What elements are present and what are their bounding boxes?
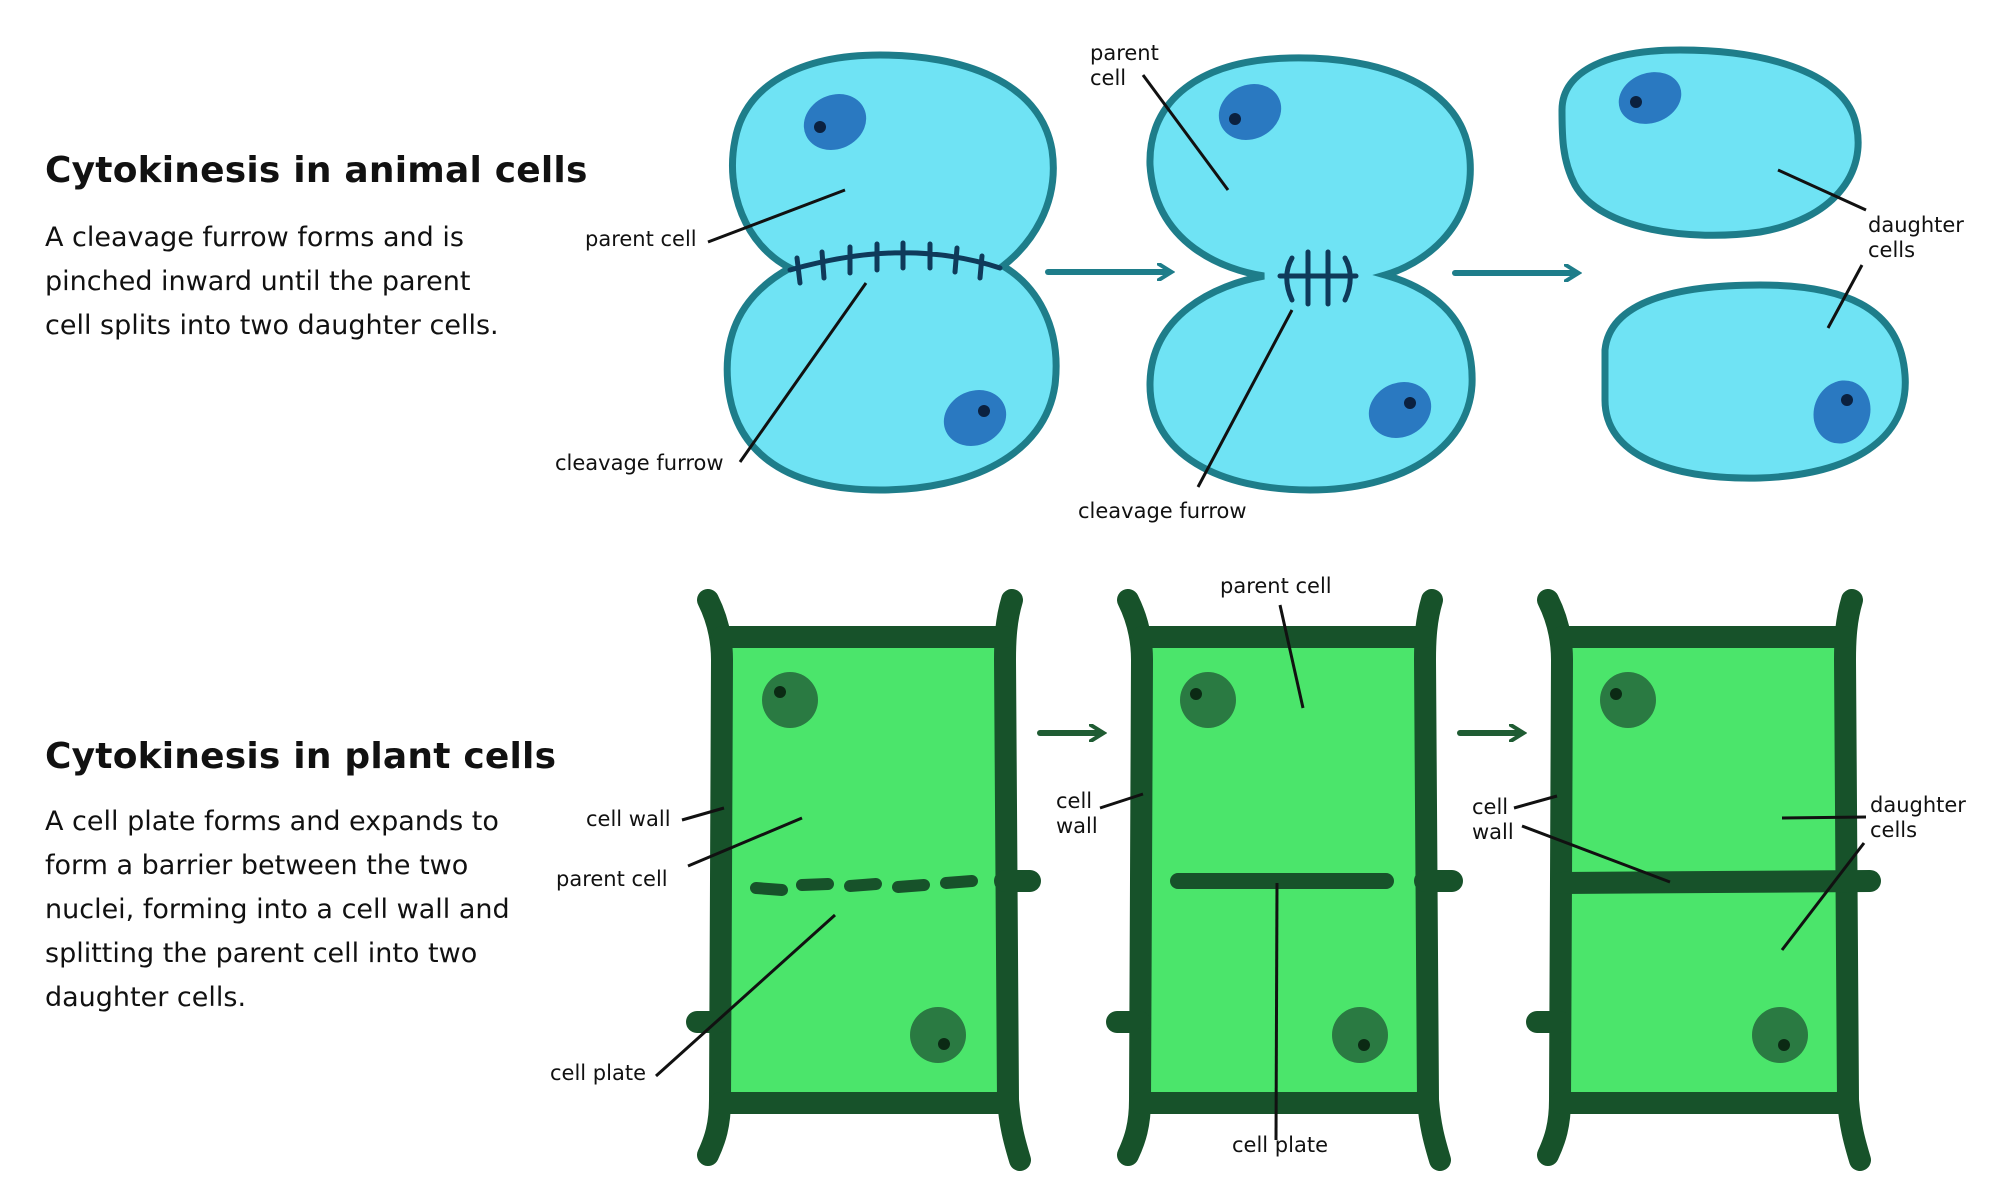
label-daughter-cells: cells (1870, 818, 1917, 842)
plant-nucleolus (1610, 688, 1622, 700)
animal-cell-1-body (723, 51, 1060, 494)
plant-stage-2 (1106, 589, 1463, 1171)
animal-nucleolus (978, 405, 990, 417)
plant-section-heading: Cytokinesis in plant cells (45, 736, 557, 777)
animal-nucleolus (1841, 394, 1853, 406)
animal-nucleolus (814, 121, 826, 133)
plant-nucleus (910, 1007, 966, 1063)
animal-daughter-cell-bottom (1601, 281, 1909, 482)
label-cell-wall: wall (1472, 820, 1514, 844)
plant-nucleolus (1778, 1039, 1790, 1051)
label-parent-cell: cell (1090, 66, 1126, 90)
plant-nucleus (1600, 672, 1656, 728)
label-daughter-cells: daughter (1868, 213, 1964, 237)
plant-nucleolus (1358, 1039, 1370, 1051)
plant-stage-3 (1526, 589, 1881, 1171)
plant-cell-wall (1106, 589, 1463, 1171)
label-cell-wall: cell (1056, 789, 1092, 813)
label-daughter-cells: cells (1868, 238, 1915, 262)
plant-nucleolus (1190, 688, 1202, 700)
plant-nucleus (1752, 1007, 1808, 1063)
cleavage-furrow-marks (787, 240, 1003, 286)
animal-nucleolus (1229, 113, 1241, 125)
label-cell-wall: cell wall (586, 807, 671, 831)
plant-daughter-cell-top (1560, 640, 1850, 880)
label-cell-plate: cell plate (1232, 1133, 1328, 1157)
animal-nucleus (1813, 380, 1871, 444)
plant-daughter-cell-bottom (1560, 885, 1850, 1100)
animal-nucleus (1218, 84, 1282, 140)
plant-nucleus (1332, 1007, 1388, 1063)
label-cell-plate: cell plate (550, 1061, 646, 1085)
plant-nucleus (1180, 672, 1236, 728)
plant-section-description: A cell plate forms and expands to form a… (45, 806, 510, 1013)
animal-nucleolus (1630, 96, 1642, 108)
label-parent-cell: parent cell (556, 867, 668, 891)
animal-stage-2 (1146, 54, 1476, 494)
animal-nucleolus (1404, 397, 1416, 409)
label-cell-wall: cell (1472, 795, 1508, 819)
animal-section-heading: Cytokinesis in animal cells (45, 150, 588, 191)
plant-cell-wall (1526, 589, 1881, 1171)
animal-stage-3 (1558, 46, 1909, 482)
animal-section-description: A cleavage furrow forms and is pinched i… (45, 222, 499, 341)
animal-leader-lines (707, 74, 1867, 488)
label-cell-wall: wall (1056, 814, 1098, 838)
plant-stage-1 (686, 589, 1041, 1171)
animal-stage-1 (723, 51, 1060, 494)
animal-nucleus (1618, 72, 1682, 124)
cell-plate-vesicles (750, 875, 978, 896)
label-parent-cell: parent cell (585, 227, 697, 251)
plant-nucleus (762, 672, 818, 728)
animal-daughter-cell-top (1558, 46, 1862, 239)
plant-nucleolus (774, 686, 786, 698)
label-daughter-cells: daughter (1870, 793, 1966, 817)
plant-cell-wall (686, 589, 1041, 1171)
label-cleavage-furrow: cleavage furrow (1078, 499, 1247, 523)
plant-leader-lines (654, 604, 1867, 1141)
label-cleavage-furrow: cleavage furrow (555, 451, 724, 475)
animal-nucleus (1368, 382, 1432, 438)
animal-nucleus (803, 94, 867, 150)
animal-nucleus (943, 390, 1007, 446)
label-parent-cell: parent (1090, 41, 1159, 65)
label-parent-cell: parent cell (1220, 574, 1332, 598)
plant-nucleolus (938, 1038, 950, 1050)
cleavage-furrow-marks (1277, 249, 1359, 307)
